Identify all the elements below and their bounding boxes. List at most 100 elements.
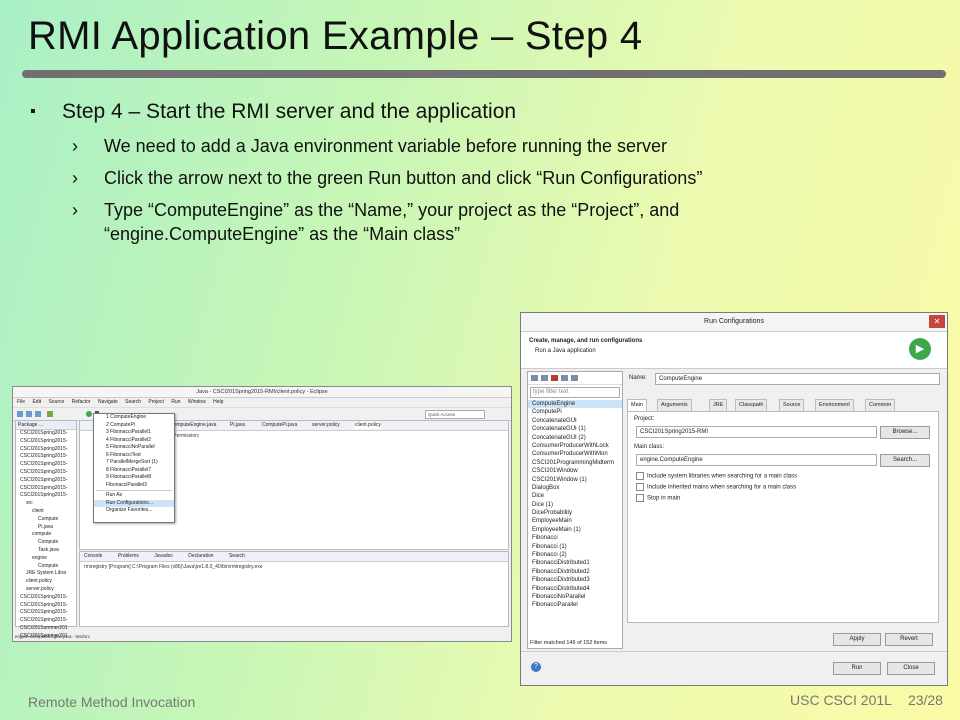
config-item[interactable]: ComputePi	[532, 409, 562, 416]
package-explorer-tab[interactable]: Package ...	[16, 421, 76, 430]
config-item[interactable]: DialogBox	[532, 484, 560, 491]
config-item[interactable]: EmployeeMain	[532, 518, 572, 525]
project-field[interactable]: CSCI201Spring2015-RMI	[636, 426, 877, 438]
config-item[interactable]: FibonacciDistributed2	[532, 568, 590, 575]
tree-item[interactable]: Compute	[38, 562, 59, 569]
tree-item[interactable]: server.policy	[26, 585, 54, 592]
filter-icon[interactable]	[571, 375, 578, 381]
tree-item[interactable]: Compute	[38, 539, 59, 546]
tree-item[interactable]: CSCI201Spring2015-	[20, 593, 68, 600]
tab-computeengine[interactable]: ComputeEngine.java	[170, 422, 217, 428]
config-item[interactable]: FibonacciParallel	[532, 602, 578, 609]
config-item[interactable]: ConsumerProducerWithMon	[532, 451, 608, 458]
run-history-item[interactable]: 1 ComputeEngine	[106, 414, 147, 420]
tree-item[interactable]: Pi.java	[38, 523, 54, 530]
run-history-item[interactable]: 8 FibonacciParallel7	[106, 466, 152, 473]
run-button[interactable]: Run	[833, 662, 881, 675]
stop-in-main-checkbox[interactable]: Stop in main	[636, 494, 680, 502]
config-item[interactable]: ConsumerProducerWithLock	[532, 442, 609, 449]
menu-search[interactable]: Search	[125, 399, 141, 405]
tree-item[interactable]: CSCI201Spring2015-	[20, 617, 68, 624]
config-item[interactable]: FibonacciDistributed4	[532, 585, 590, 592]
apply-button[interactable]: Apply	[833, 633, 881, 646]
tree-item[interactable]: CSCI201Spring2015-	[20, 445, 68, 452]
quick-access-input[interactable]: Quick Access	[425, 410, 485, 419]
organize-favorites-item[interactable]: Organize Favorites...	[106, 507, 153, 513]
checkbox-box[interactable]	[636, 472, 644, 480]
tree-item[interactable]: CSCI201Spring2015-	[20, 609, 68, 616]
tab-client-policy[interactable]: client.policy	[355, 422, 381, 429]
run-history-item[interactable]: 3 FibonacciParallel1	[106, 429, 152, 435]
config-item[interactable]: EmployeeMain (1)	[532, 526, 581, 533]
tree-item[interactable]: client.policy	[26, 578, 52, 585]
tab-search[interactable]: Search	[228, 553, 245, 559]
menu-refactor[interactable]: Refactor	[71, 399, 91, 405]
config-item[interactable]: CSCI201Window	[532, 468, 578, 475]
search-button[interactable]: Search...	[880, 454, 930, 467]
run-history-item[interactable]: 2 ComputePi	[106, 421, 135, 428]
tree-item[interactable]: CSCI201Spring2015-	[20, 492, 68, 499]
config-item[interactable]: Dice (1)	[532, 501, 554, 508]
run-history-item[interactable]: 7 ParallelMergeSort (1)	[106, 459, 158, 465]
tree-item[interactable]: engine	[32, 554, 48, 561]
tab-problems[interactable]: Problems	[117, 553, 139, 559]
close-button[interactable]: Close	[887, 662, 935, 675]
new-config-icon[interactable]	[531, 375, 538, 381]
config-item[interactable]: ComputeEngine	[528, 400, 622, 409]
config-item[interactable]: ConcatenateGUI	[532, 417, 577, 424]
tree-item[interactable]: compute	[32, 531, 52, 538]
filter-input[interactable]: type filter text	[530, 387, 620, 398]
tree-item[interactable]: CSCI201Spring2015-	[20, 476, 68, 483]
tree-item[interactable]: CSCI201Spring2015-	[20, 461, 68, 468]
menu-file[interactable]: File	[17, 399, 26, 405]
tree-item[interactable]: CSCI201Spring2015-	[20, 430, 68, 436]
checkbox-box[interactable]	[636, 494, 644, 502]
browse-button[interactable]: Browse...	[880, 426, 930, 439]
tree-item[interactable]: CSCI201Spring2015-	[20, 453, 68, 460]
tree-item[interactable]: client	[32, 507, 44, 514]
save-icon[interactable]	[26, 411, 32, 417]
tree-item[interactable]: CSCI201Spring2015-	[20, 484, 68, 491]
tree-item[interactable]: CSCI201Summer201	[20, 624, 68, 631]
config-item[interactable]: DiceProbability	[532, 510, 573, 517]
name-field[interactable]: ComputeEngine	[655, 373, 940, 385]
tab-source[interactable]: Source	[779, 399, 805, 412]
tab-javadoc[interactable]: Javadoc	[154, 553, 173, 559]
run-history-item[interactable]: 4 FibonacciParallel2	[106, 436, 152, 443]
menu-window[interactable]: Window	[187, 399, 206, 405]
config-item[interactable]: CSCI201Window (1)	[532, 476, 587, 483]
include-inherited-mains-checkbox[interactable]: Include inherited mains when searching f…	[636, 483, 796, 491]
tree-item[interactable]: Task.java	[38, 546, 59, 553]
tree-item[interactable]: CSCI201Spring2015-	[20, 601, 68, 608]
run-history-item[interactable]: 6 FibonacciTest	[106, 451, 141, 458]
duplicate-icon[interactable]	[541, 375, 548, 381]
config-item[interactable]: CSCI201ProgrammingMidterm	[532, 459, 615, 466]
config-item[interactable]: FibonacciDistributed1	[532, 560, 590, 567]
tree-item[interactable]: Compute	[38, 515, 59, 522]
tab-pi[interactable]: Pi.java	[230, 422, 246, 428]
main-class-field[interactable]: engine.ComputeEngine	[636, 454, 877, 466]
config-item[interactable]: ConcatenateGUI (2)	[532, 434, 586, 441]
tab-server-policy[interactable]: server.policy	[312, 422, 340, 428]
tree-item[interactable]: CSCI201Spring2015-	[20, 468, 68, 475]
new-icon[interactable]	[17, 411, 23, 417]
print-icon[interactable]	[35, 411, 41, 417]
menu-run[interactable]: Run	[171, 399, 181, 405]
config-item[interactable]: Fibonacci (1)	[532, 543, 567, 550]
help-icon[interactable]: ?	[531, 662, 541, 672]
include-system-libs-checkbox[interactable]: Include system libraries when searching …	[636, 472, 797, 480]
collapse-icon[interactable]	[561, 375, 568, 381]
menu-navigate[interactable]: Navigate	[98, 399, 118, 405]
menu-source[interactable]: Source	[48, 399, 65, 405]
delete-icon[interactable]	[551, 375, 558, 381]
config-item[interactable]: FibonacciDistributed3	[532, 577, 590, 584]
config-item[interactable]: ConcatenateGUI (1)	[532, 426, 586, 433]
tree-item[interactable]: JRE System Libra	[26, 570, 67, 577]
run-history-item[interactable]: 5 FibonacciNoParallel	[106, 444, 155, 450]
tree-item[interactable]: CSCI201Spring2015-	[20, 437, 68, 444]
tab-console[interactable]: Console	[84, 553, 103, 559]
revert-button[interactable]: Revert	[885, 633, 933, 646]
tree-item[interactable]: CSCI201Summer201	[20, 632, 68, 639]
debug-icon[interactable]	[47, 411, 53, 417]
checkbox-box[interactable]	[636, 483, 644, 491]
